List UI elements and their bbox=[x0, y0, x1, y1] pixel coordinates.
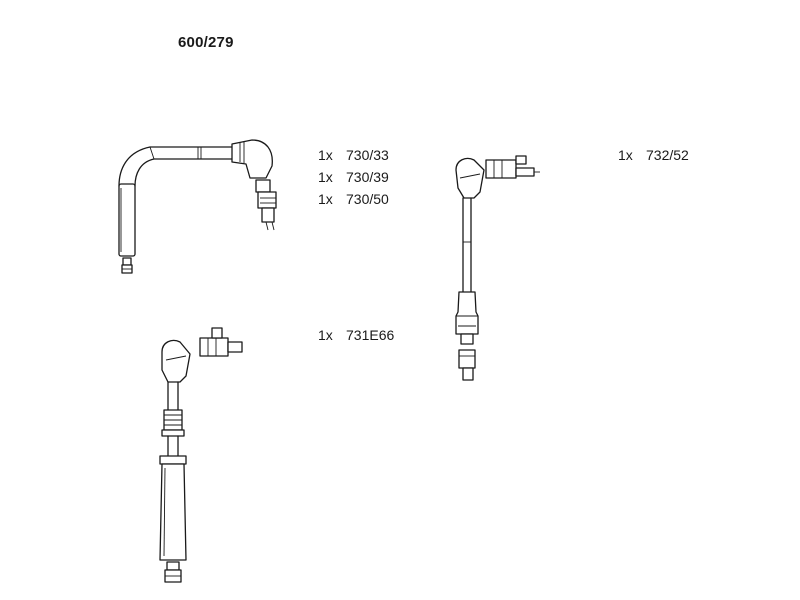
part-quantity: 1x bbox=[318, 147, 333, 163]
straight-boot bbox=[455, 291, 479, 335]
part-number: 730/33 bbox=[346, 147, 389, 163]
plug-connector-tab bbox=[211, 327, 223, 339]
part-quantity: 1x bbox=[318, 169, 333, 185]
parts-list-group-1: 1x 730/33 1x 730/39 1x 730/50 bbox=[318, 144, 389, 210]
plug-connector-tab bbox=[515, 155, 527, 165]
part-number: 730/50 bbox=[346, 191, 389, 207]
part-row: 1x 732/52 bbox=[618, 144, 689, 166]
ignition-cable-3 bbox=[159, 327, 243, 583]
plug-connector-body bbox=[199, 337, 229, 357]
part-quantity: 1x bbox=[618, 147, 633, 163]
parts-list-group-3: 1x 731E66 bbox=[318, 324, 394, 346]
plug-connector bbox=[255, 179, 271, 193]
plug-connector-body bbox=[257, 191, 277, 209]
part-number: 731E66 bbox=[346, 327, 395, 343]
plug-connector-tab bbox=[227, 341, 243, 353]
part-row: 1x 730/39 bbox=[318, 166, 389, 188]
terminal-connector bbox=[458, 349, 476, 369]
cable-collar bbox=[161, 429, 185, 437]
ignition-cable-1 bbox=[118, 139, 277, 274]
parts-list-group-2: 1x 732/52 bbox=[618, 144, 689, 166]
plug-connector-body bbox=[485, 159, 517, 179]
plug-connector-clip bbox=[261, 207, 275, 223]
part-row: 1x 730/50 bbox=[318, 188, 389, 210]
angled-boot bbox=[161, 339, 191, 383]
terminal-tip bbox=[166, 561, 180, 571]
part-row: 1x 731E66 bbox=[318, 324, 394, 346]
part-quantity: 1x bbox=[318, 327, 333, 343]
part-number: 732/52 bbox=[646, 147, 689, 163]
terminal-tip bbox=[460, 333, 474, 345]
boot-collar bbox=[159, 455, 187, 465]
plug-connector-tab bbox=[515, 167, 535, 177]
ignition-cable-2 bbox=[455, 155, 540, 381]
terminal-clip bbox=[462, 367, 474, 381]
part-row: 1x 730/33 bbox=[318, 144, 389, 166]
angled-boot bbox=[231, 139, 273, 179]
part-number: 730/39 bbox=[346, 169, 389, 185]
terminal-tip bbox=[122, 257, 132, 266]
cable-boot-long bbox=[118, 183, 136, 257]
cable-boot-long bbox=[159, 463, 187, 561]
kit-number: 600/279 bbox=[178, 34, 234, 51]
part-quantity: 1x bbox=[318, 191, 333, 207]
